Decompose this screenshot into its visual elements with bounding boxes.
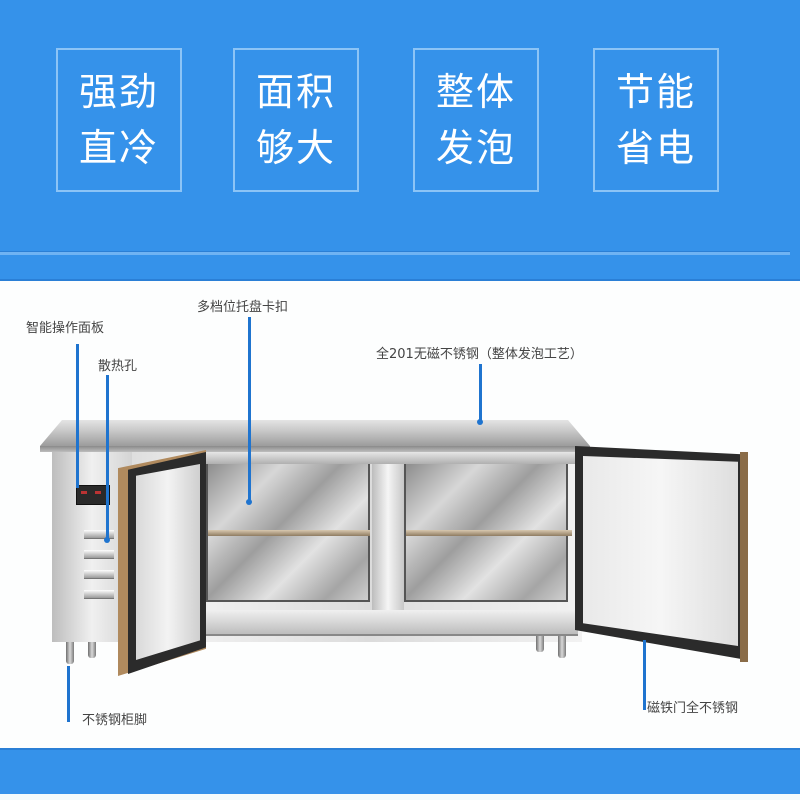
cabinet-body bbox=[52, 452, 582, 642]
banner-edge bbox=[0, 279, 800, 281]
vent-slot bbox=[84, 550, 114, 559]
feature-box-energy: 节能 省电 bbox=[593, 48, 719, 192]
control-panel-display bbox=[76, 485, 110, 505]
callout-line bbox=[248, 317, 251, 502]
feature-box-foaming: 整体 发泡 bbox=[413, 48, 539, 192]
vent-slot bbox=[84, 570, 114, 579]
callout-steel-body: 全201无磁不锈钢（整体发泡工艺） bbox=[376, 347, 583, 362]
feature-text: 节能 bbox=[615, 70, 696, 114]
countertop bbox=[40, 420, 590, 446]
countertop-lip bbox=[40, 446, 590, 452]
banner-divider bbox=[0, 252, 790, 255]
door-left-frame bbox=[128, 452, 206, 674]
feature-box-cooling: 强劲 直冷 bbox=[56, 48, 182, 192]
interior-right bbox=[404, 462, 568, 602]
feature-text: 直冷 bbox=[78, 126, 159, 170]
footer-bar bbox=[0, 748, 800, 794]
top-rail bbox=[206, 452, 578, 464]
door-right-frame bbox=[575, 446, 747, 660]
interior-left bbox=[206, 462, 370, 602]
cabinet-leg bbox=[66, 642, 74, 664]
callout-dot bbox=[477, 419, 483, 425]
callout-dot bbox=[104, 537, 110, 543]
door-left-edge bbox=[118, 450, 206, 676]
feature-text: 够大 bbox=[255, 126, 336, 170]
callout-line bbox=[106, 375, 109, 540]
feature-text: 发泡 bbox=[435, 126, 516, 170]
feature-box-capacity: 面积 够大 bbox=[233, 48, 359, 192]
vent-slot bbox=[84, 590, 114, 599]
cabinet-leg bbox=[536, 636, 544, 652]
feature-text: 面积 bbox=[255, 70, 336, 114]
door-left-panel bbox=[136, 464, 200, 660]
feature-text: 整体 bbox=[435, 70, 516, 114]
side-panel bbox=[52, 452, 132, 642]
cabinet-leg bbox=[558, 636, 566, 658]
center-post bbox=[372, 462, 404, 612]
callout-control-panel: 智能操作面板 bbox=[26, 321, 105, 336]
callout-line bbox=[643, 640, 646, 710]
bottom-rail bbox=[206, 610, 578, 636]
callout-line bbox=[67, 666, 70, 722]
feature-text: 强劲 bbox=[78, 70, 159, 114]
shelf-left bbox=[208, 530, 370, 536]
feature-banner: 强劲 直冷 面积 够大 整体 发泡 节能 省电 bbox=[0, 0, 800, 281]
callout-dot bbox=[246, 499, 252, 505]
callout-line bbox=[76, 344, 79, 488]
callout-legs: 不锈钢柜脚 bbox=[82, 713, 148, 728]
door-right-panel bbox=[583, 456, 738, 646]
callout-door: 磁铁门全不锈钢 bbox=[647, 701, 739, 716]
feature-text: 省电 bbox=[615, 126, 696, 170]
shelf-right bbox=[406, 530, 572, 536]
callout-line bbox=[479, 364, 482, 422]
callout-tray-clips: 多档位托盘卡扣 bbox=[197, 300, 289, 315]
callout-vents: 散热孔 bbox=[98, 359, 138, 374]
cabinet-leg bbox=[88, 642, 96, 658]
footer-strip bbox=[0, 794, 800, 800]
door-right-edge bbox=[740, 452, 748, 662]
